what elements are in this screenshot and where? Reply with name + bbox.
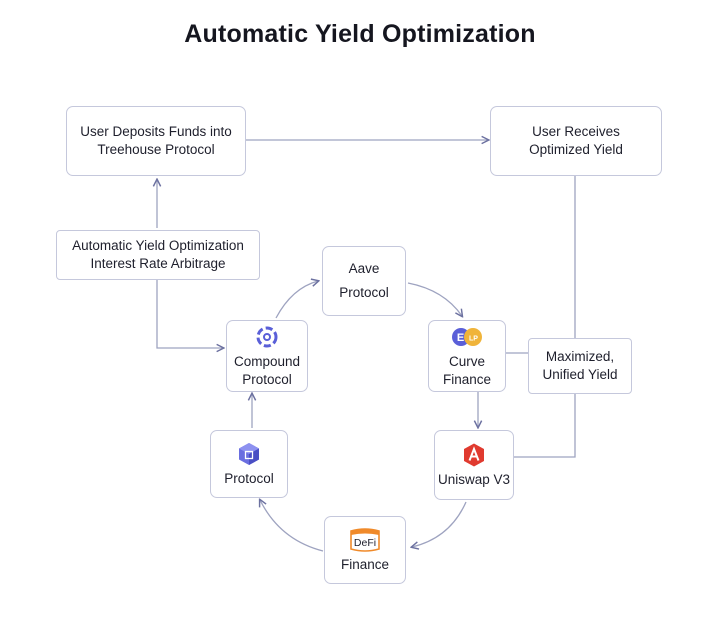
uniswap-hexagon-icon: [464, 443, 484, 466]
arrow-uniswap-to-defi: [412, 501, 467, 547]
arrow-compound-to-aave: [275, 281, 318, 319]
defi-badge-icon: DeFi: [350, 527, 380, 552]
cube-icon: [239, 442, 259, 465]
line-uniswap-to-yield: [513, 392, 576, 458]
curve-coins-icon: E LP: [452, 327, 482, 346]
node-aave-protocol: Aave Protocol: [322, 246, 406, 316]
node-curve-finance: E LP Curve Finance: [428, 320, 506, 392]
diagram-title: Automatic Yield Optimization: [184, 20, 536, 48]
svg-text:DeFi: DeFi: [354, 537, 376, 549]
node-maximized-unified-yield: Maximized, Unified Yield: [528, 338, 632, 394]
node-interest-rate-arbitrage: Automatic Yield Optimization Interest Ra…: [56, 230, 260, 280]
arrow-arbitrage-to-compound: [156, 280, 223, 348]
arrow-defi-to-protocol: [260, 500, 324, 552]
node-compound-protocol: Compound Protocol: [226, 320, 308, 392]
arrow-aave-to-curve: [407, 282, 462, 316]
svg-text:E: E: [457, 332, 464, 344]
compound-ring-icon: [256, 326, 278, 347]
node-protocol: Protocol: [210, 430, 288, 498]
node-defi-finance: DeFi Finance: [324, 516, 406, 584]
node-uniswap-v3: Uniswap V3: [434, 430, 514, 500]
node-user-receives: User Receives Optimized Yield: [490, 106, 662, 176]
svg-text:LP: LP: [469, 335, 478, 342]
node-user-deposits: User Deposits Funds into Treehouse Proto…: [66, 106, 246, 176]
